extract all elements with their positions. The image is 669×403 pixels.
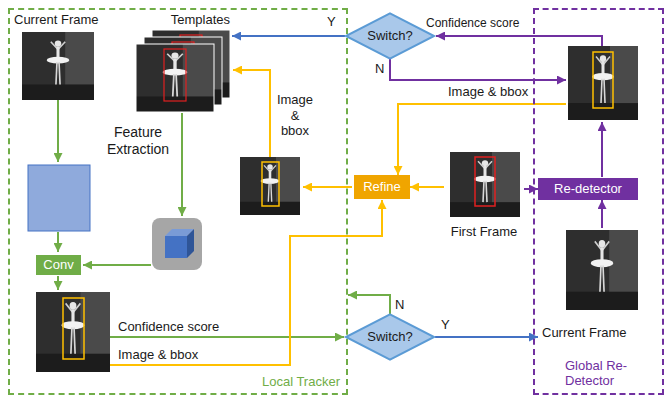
image-heading: Templates — [171, 10, 232, 28]
region-title: Local Tracker — [262, 374, 346, 393]
decision-diamond: Switch? — [345, 314, 435, 360]
local-tracker-region: Local Tracker Current Frame TemplatesConv — [8, 8, 348, 395]
templates-node: Templates — [132, 10, 232, 114]
branch-label: N — [395, 297, 404, 313]
signal-label: Image & bbox — [118, 347, 198, 363]
process-label: Conv — [43, 257, 73, 273]
output-bbox — [63, 298, 84, 359]
first-frame-bbox — [475, 157, 495, 206]
flow-arrow — [233, 70, 270, 157]
refined-bbox — [262, 162, 279, 206]
decision-diamond: Switch? — [345, 13, 435, 59]
template-frame — [136, 44, 214, 112]
flow-arrow — [57, 232, 59, 252]
first-frame-image — [450, 152, 520, 217]
connector-arrow — [435, 336, 538, 338]
decision-shape — [346, 314, 434, 359]
branch-label: Y — [441, 317, 450, 333]
flow-arrow — [398, 104, 566, 175]
connector-arrow — [348, 295, 390, 314]
tracker-output-image — [36, 292, 110, 372]
signal-label: Confidence score — [118, 319, 219, 335]
redetector-box: Re-detector — [538, 178, 638, 200]
connector-arrow — [232, 35, 345, 37]
connector-arrow — [524, 188, 538, 190]
cube-side — [187, 229, 194, 258]
first-frame-node: First Frame — [444, 150, 524, 242]
image-caption: First Frame — [451, 224, 517, 242]
refined-image — [240, 157, 300, 215]
process-label: Refine — [363, 179, 401, 195]
flow-arrow — [110, 336, 344, 338]
flow-arrow — [303, 186, 352, 188]
signal-label: Confidence score — [426, 16, 519, 30]
conv-box: Conv — [36, 255, 81, 275]
step-label: Feature Extraction — [102, 124, 174, 158]
region-title: Global Re-Detector — [535, 358, 655, 393]
frame-image — [22, 32, 94, 100]
redetector-bbox — [593, 52, 613, 108]
signal-label: Image & bbox — [448, 84, 528, 100]
connector-arrow — [601, 200, 603, 228]
flow-arrow — [601, 122, 603, 177]
redetector-output-image — [568, 46, 638, 120]
flow-arrow — [57, 100, 59, 162]
flow-arrow — [390, 59, 566, 80]
flow-arrow — [83, 264, 151, 266]
decision-label: Switch? — [367, 329, 413, 345]
current-frame-node: Current Frame — [12, 10, 108, 102]
decision-label: Switch? — [367, 28, 413, 44]
cube-holder — [152, 218, 202, 270]
branch-label: N — [375, 61, 384, 77]
image-caption: Current Frame — [538, 325, 627, 344]
image-heading: Current Frame — [12, 10, 99, 28]
flow-arrow — [110, 200, 382, 365]
refine-box: Refine — [354, 175, 410, 199]
current-frame-node: Current Frame — [538, 228, 660, 344]
frame-image — [566, 230, 638, 310]
branch-label: Y — [327, 14, 336, 30]
cube-front — [165, 236, 187, 258]
decision-shape — [346, 13, 434, 58]
feature-map — [28, 165, 90, 231]
connector-arrow — [410, 186, 444, 188]
template-bbox — [164, 49, 186, 101]
global-redetector-region: Global Re-Detector Re-detectorCurrent Fra… — [533, 8, 664, 395]
flow-arrow — [436, 36, 602, 46]
flow-arrow — [181, 113, 183, 216]
process-label: Re-detector — [554, 181, 622, 197]
signal-label: Image & bbox — [276, 92, 314, 139]
template-image — [136, 44, 214, 112]
flow-arrow — [57, 276, 59, 290]
